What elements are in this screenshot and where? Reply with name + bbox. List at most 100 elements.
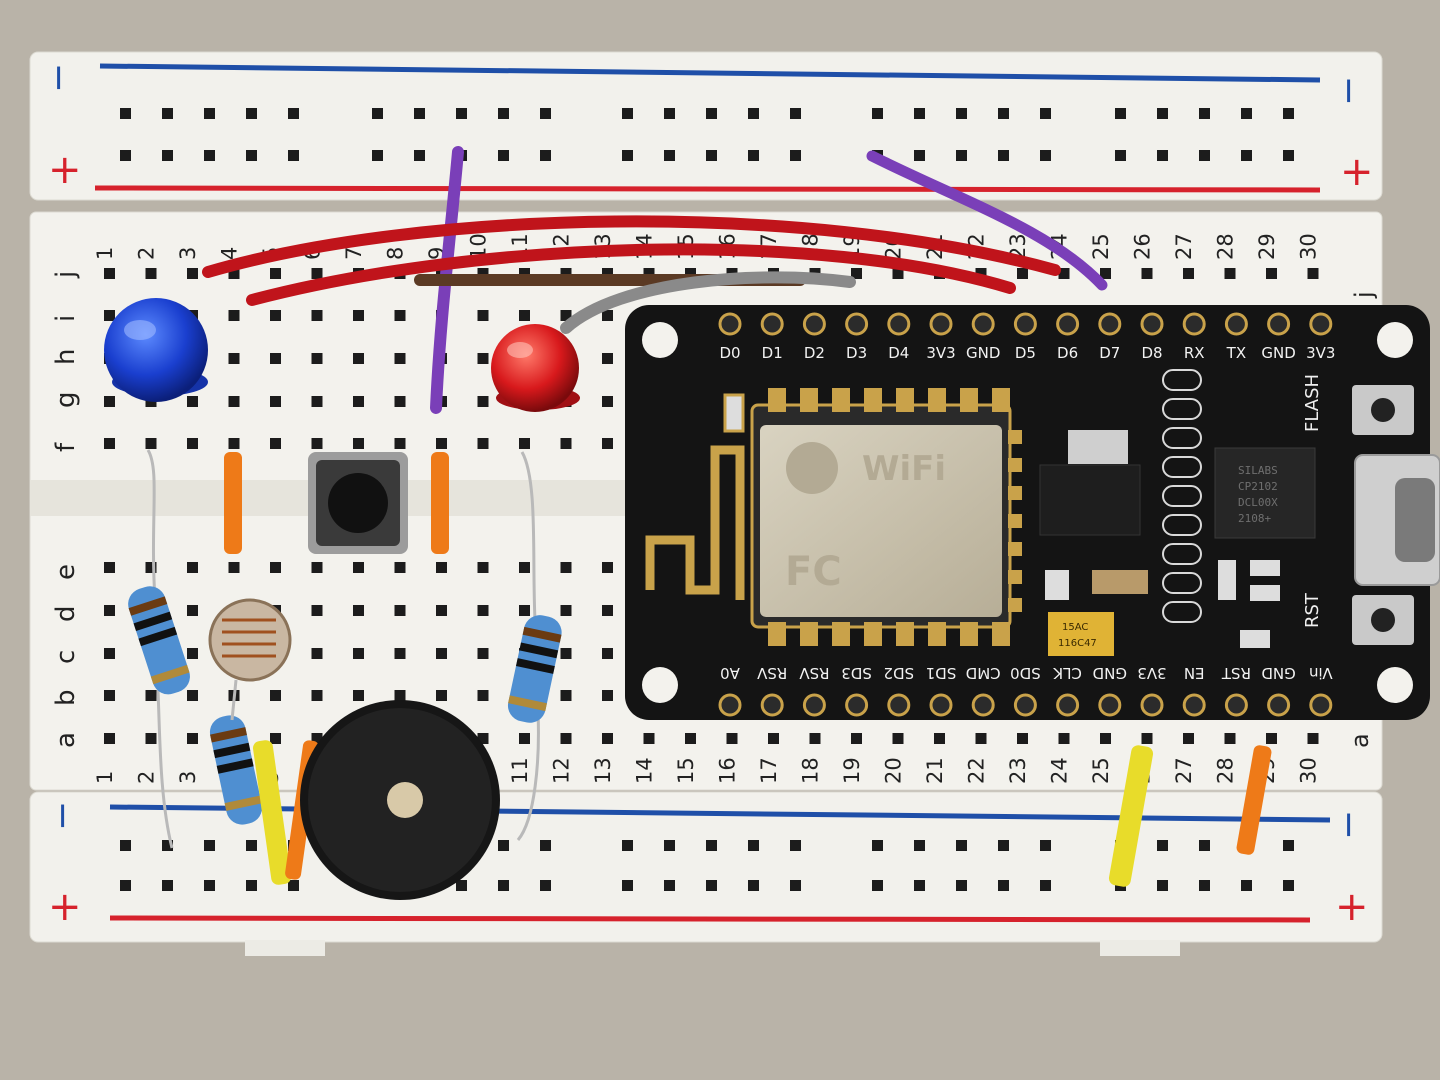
- top-right-minus: −: [1328, 76, 1369, 106]
- column-number: 2: [135, 771, 159, 784]
- column-number: 1: [93, 771, 117, 784]
- board-foot: [245, 940, 325, 956]
- column-number: 17: [757, 757, 781, 784]
- esp-pad: [1008, 542, 1022, 556]
- hole: [436, 648, 447, 659]
- hole: [872, 880, 883, 891]
- esp-pad: [864, 388, 882, 412]
- hole: [498, 150, 509, 161]
- chip-text: SILABS: [1238, 464, 1278, 477]
- hole: [104, 396, 115, 407]
- esp-pad: [960, 622, 978, 646]
- hole: [1199, 880, 1210, 891]
- hole: [436, 438, 447, 449]
- column-number: 3: [176, 247, 200, 260]
- esp-pads: [768, 388, 1022, 646]
- hole: [187, 605, 198, 616]
- voltage-regulator: [1068, 430, 1128, 464]
- pin-label: D0: [719, 344, 740, 362]
- hole: [560, 733, 572, 744]
- hole: [187, 648, 198, 659]
- pcb-antenna: [645, 445, 745, 600]
- hole: [956, 150, 967, 161]
- hole: [498, 108, 509, 119]
- hole: [1183, 268, 1194, 279]
- hole: [706, 880, 717, 891]
- row-letter-c: c: [51, 650, 81, 664]
- column-number: 1: [93, 247, 117, 260]
- hole: [311, 396, 323, 407]
- hole: [768, 733, 779, 744]
- hole: [270, 353, 281, 364]
- hole: [498, 840, 509, 851]
- pin-label: GND: [1261, 664, 1295, 682]
- column-number: 19: [840, 757, 864, 784]
- hole: [394, 310, 406, 321]
- header-pin: [929, 312, 953, 336]
- hole: [602, 438, 613, 449]
- pin-label: RX: [1184, 344, 1205, 362]
- pin-label: SD2: [883, 664, 914, 682]
- hole: [1058, 733, 1070, 744]
- hole: [288, 150, 299, 161]
- hole: [1058, 268, 1070, 279]
- hole: [228, 353, 240, 364]
- column-number: 20: [882, 757, 906, 784]
- header-pin: [1056, 693, 1080, 717]
- hole: [622, 108, 633, 119]
- hole: [664, 150, 675, 161]
- orange-jumper: [1236, 745, 1272, 855]
- esp-pad: [1008, 514, 1022, 528]
- hole: [519, 733, 530, 744]
- esp-pad: [832, 388, 850, 412]
- hole: [685, 733, 696, 744]
- hole: [311, 690, 323, 701]
- esp-pad: [992, 388, 1010, 412]
- esp-pad: [768, 388, 786, 412]
- smd-outline: [1162, 485, 1202, 507]
- hole: [956, 108, 967, 119]
- right-row-letter-j: j: [1350, 291, 1378, 299]
- hole: [104, 648, 115, 659]
- hole: [872, 108, 883, 119]
- hole: [622, 150, 633, 161]
- hole: [914, 880, 925, 891]
- hole: [414, 108, 425, 119]
- column-number: 26: [1131, 233, 1155, 260]
- hole: [1283, 840, 1294, 851]
- hole: [372, 108, 383, 119]
- hole: [998, 150, 1009, 161]
- bottom-right-minus: −: [1328, 810, 1369, 840]
- hole: [1115, 108, 1126, 119]
- smd-component: [1218, 560, 1236, 600]
- esp-pad: [1008, 430, 1022, 444]
- hole: [560, 268, 572, 279]
- pin-label: 3V3: [926, 344, 955, 362]
- hole: [204, 108, 215, 119]
- smd-component: [1092, 570, 1148, 594]
- pin-label: RSV: [756, 664, 787, 682]
- resistor-middle: [209, 715, 263, 825]
- hole: [228, 562, 240, 573]
- header-pin: [760, 693, 784, 717]
- hole: [353, 438, 364, 449]
- hole: [456, 880, 467, 891]
- pin-label: GND: [966, 344, 1000, 362]
- smd-component: [1250, 560, 1280, 576]
- hole: [477, 648, 489, 659]
- usb-port: [1395, 478, 1435, 562]
- red-led: [491, 324, 580, 412]
- hole: [162, 150, 173, 161]
- hole: [1224, 268, 1236, 279]
- hole: [477, 438, 489, 449]
- header-pin: [1224, 693, 1248, 717]
- hole: [1157, 880, 1168, 891]
- smd-outline: [1162, 514, 1202, 536]
- column-number: 28: [1214, 757, 1238, 784]
- blue-led: [104, 298, 208, 402]
- hole: [790, 840, 801, 851]
- header-pin: [887, 693, 911, 717]
- hole: [162, 880, 173, 891]
